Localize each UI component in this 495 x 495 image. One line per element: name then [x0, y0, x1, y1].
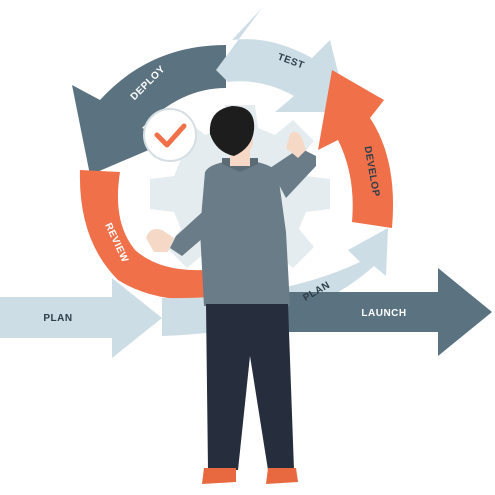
label-plan-left: PLAN	[43, 313, 72, 324]
label-launch: LAUNCH	[361, 308, 406, 319]
person	[146, 106, 316, 484]
raised-hand	[286, 131, 306, 158]
left-hand	[146, 229, 174, 252]
test-arrow	[216, 8, 348, 112]
plan-left-arrow	[0, 278, 162, 358]
deploy-arrow	[72, 45, 226, 175]
review-arc	[79, 170, 204, 300]
left-shoe	[202, 468, 236, 484]
trousers	[206, 304, 294, 470]
checkmark-icon	[154, 123, 187, 148]
right-shoe	[266, 468, 298, 484]
badge-circle	[143, 108, 197, 162]
develop-arrow	[318, 70, 394, 228]
raised-arm	[270, 148, 316, 198]
checkmark-badge	[143, 108, 197, 162]
launch-arrow	[286, 268, 492, 356]
hair	[209, 106, 255, 156]
jacket	[200, 160, 290, 306]
